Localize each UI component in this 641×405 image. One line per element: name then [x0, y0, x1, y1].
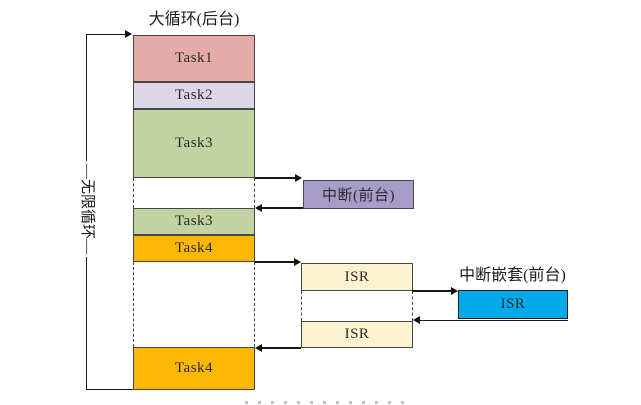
task3-resume-box: Task3 [133, 208, 255, 235]
arrow-isr-return-head-icon [255, 344, 262, 352]
interrupt-foreground-box: 中断(前台) [303, 180, 414, 209]
arrow-isr-to-nested-line [412, 290, 451, 292]
isr-gap-dashed-left [301, 291, 302, 321]
interrupt-foreground-label: 中断(前台) [322, 188, 395, 204]
isr-nested-label: ISR [500, 296, 526, 312]
arrow-task3-to-interrupt-line [255, 177, 296, 179]
task4-box: Task4 [133, 235, 255, 262]
isr-nested-box: ISR [458, 290, 568, 319]
infinite-loop-label: —无限循环— [78, 161, 96, 257]
task1-label: Task1 [174, 50, 214, 66]
arrow-nested-return-line [420, 319, 568, 321]
cut-off-caption-fragment [245, 401, 410, 404]
task4-label: Task4 [174, 240, 214, 256]
isr-first-box: ISR [301, 263, 413, 291]
preempted-gap-2 [133, 262, 255, 347]
task2-box: Task2 [133, 82, 255, 109]
task3-resume-label: Task3 [174, 213, 214, 229]
arrow-task3-to-interrupt-head-icon [295, 174, 302, 182]
background-loop-title: 大循环(后台) [148, 11, 240, 28]
task4-resume-label: Task4 [174, 360, 214, 376]
isr-first-label: ISR [344, 268, 370, 285]
arrow-task4-to-isr-line [255, 261, 295, 263]
preempted-gap-1 [133, 178, 255, 208]
task3-label: Task3 [174, 135, 214, 151]
isr-second-box: ISR [301, 321, 413, 348]
loop-bottom-line [86, 388, 134, 390]
task2-label: Task2 [174, 87, 214, 103]
nested-interrupt-title: 中断嵌套(前台) [459, 267, 566, 284]
loop-top-line [86, 33, 126, 35]
task3-box: Task3 [133, 109, 255, 178]
arrow-nested-return-head-icon [413, 316, 420, 324]
arrow-task4-to-isr-head-icon [294, 258, 301, 266]
isr-second-label: ISR [344, 326, 370, 342]
loop-top-arrowhead-icon [125, 30, 132, 38]
task4-resume-box: Task4 [133, 347, 255, 390]
arrow-interrupt-return-head-icon [255, 204, 262, 212]
isr-gap-dashed-right [412, 291, 413, 321]
arrow-isr-return-line [262, 347, 301, 349]
arrow-isr-to-nested-head-icon [451, 287, 458, 295]
arrow-interrupt-return-line [261, 207, 303, 209]
task1-box: Task1 [133, 35, 255, 82]
